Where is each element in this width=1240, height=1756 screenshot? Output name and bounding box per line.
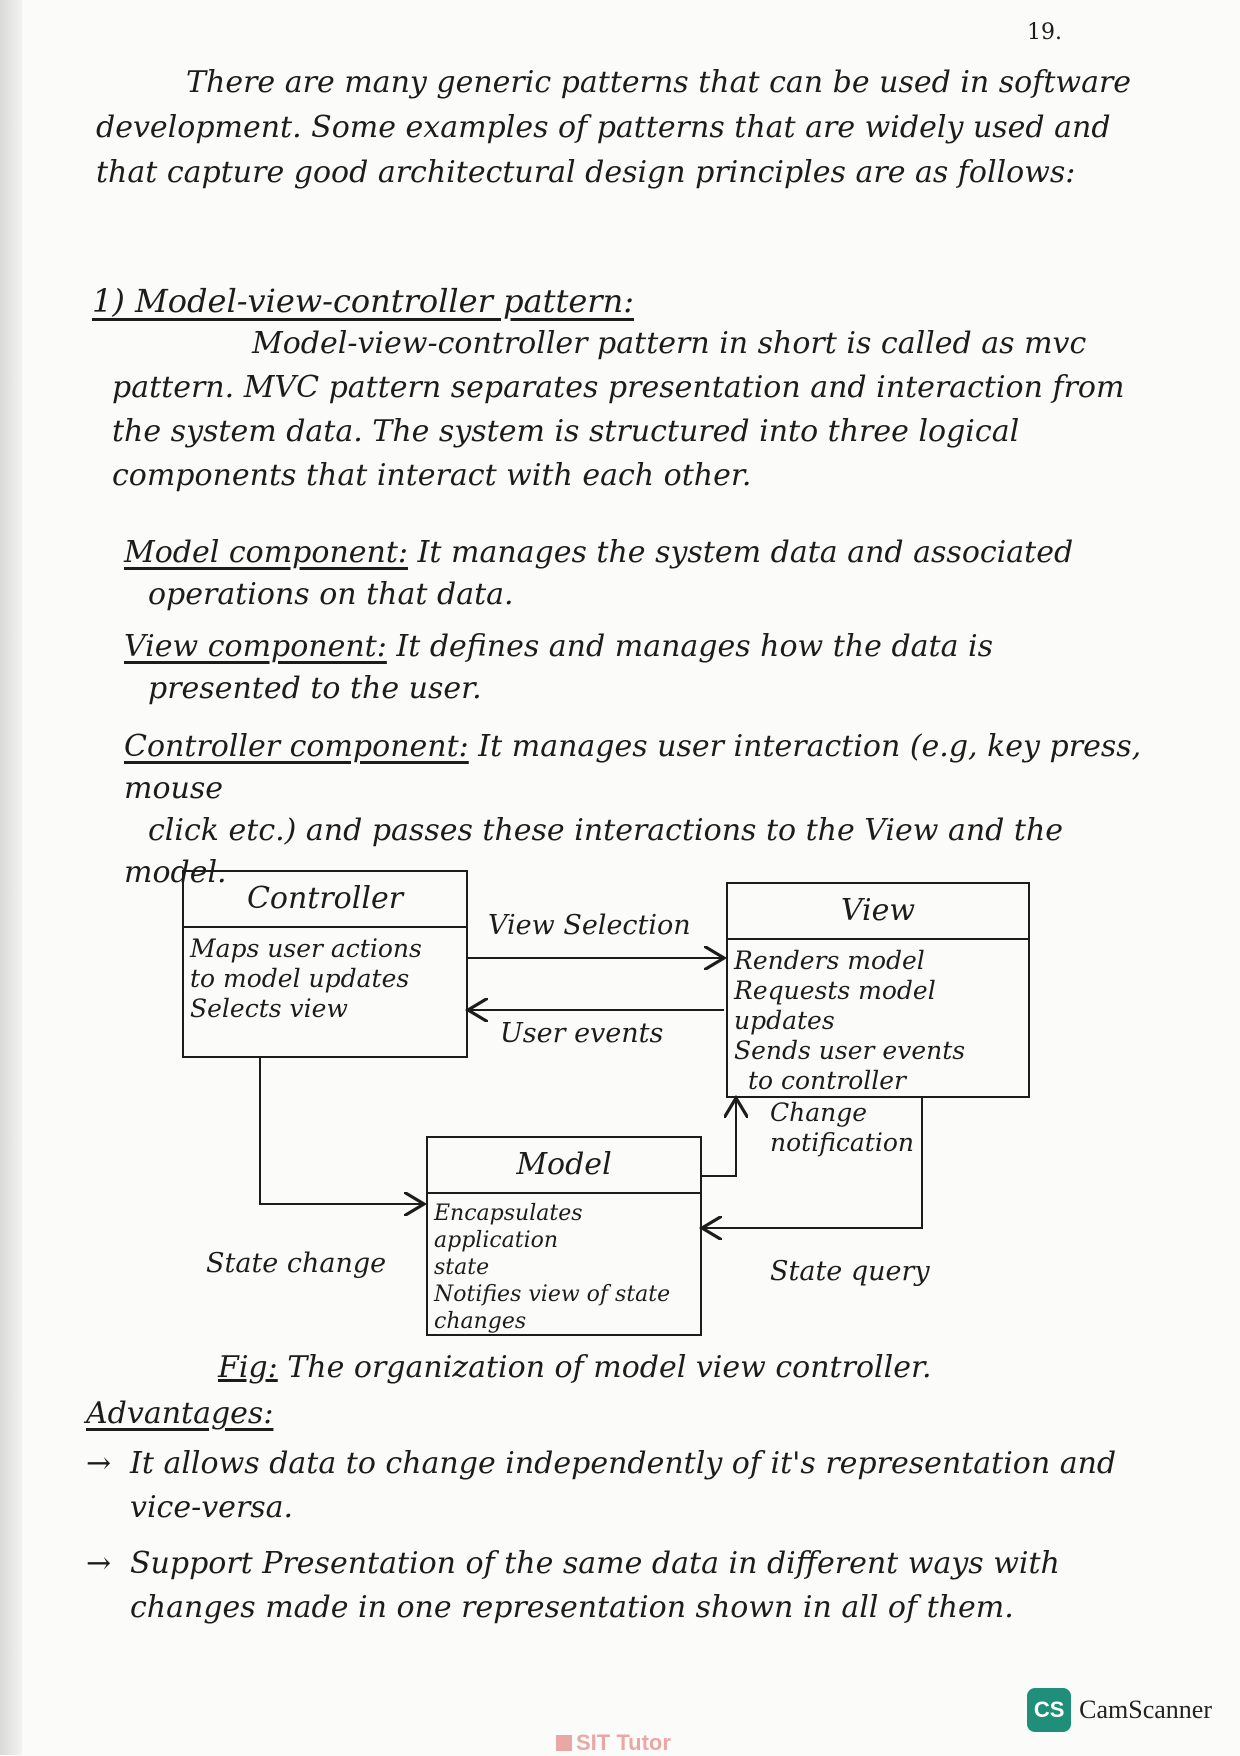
view-box-body: Renders model Requests model updates Sen… (728, 940, 1028, 1102)
user-events-label: User events (500, 1018, 664, 1049)
controller-box: Controller Maps user actions to model up… (182, 870, 468, 1058)
advantages-heading: Advantages: (86, 1396, 274, 1431)
model-box: Model Encapsulates application state Not… (426, 1136, 702, 1336)
box-line: Maps user actions (190, 934, 422, 963)
model-box-title: Model (428, 1138, 700, 1194)
arrow-icon: → (86, 1546, 112, 1581)
view-selection-label: View Selection (488, 910, 691, 941)
box-line: Requests model updates (734, 976, 936, 1035)
box-line: Notifies view of state (434, 1282, 671, 1307)
list-item: → Support Presentation of the same data i… (86, 1542, 1166, 1630)
box-line: state (434, 1255, 490, 1280)
definition-controller: Controller component: It manages user in… (124, 726, 1164, 894)
advantages-list: → It allows data to change independently … (86, 1442, 1166, 1642)
controller-box-title: Controller (184, 872, 466, 928)
box-line: to model updates (190, 964, 410, 993)
camscanner-logo-icon: CS (1027, 1688, 1072, 1732)
box-line: Renders model (734, 946, 925, 975)
state-change-label: State change (206, 1248, 387, 1279)
definition-continuation: operations on that data. (148, 577, 514, 612)
camscanner-badge: CS CamScanner (1027, 1688, 1212, 1732)
figure-caption-prefix: Fig: (218, 1350, 278, 1385)
figure-caption-text: The organization of model view controlle… (277, 1350, 932, 1385)
arrow-icon: → (86, 1446, 112, 1481)
box-line: changes (434, 1309, 527, 1334)
view-box-title: View (728, 884, 1028, 940)
list-item: → It allows data to change independently … (86, 1442, 1166, 1530)
change-notification-label: Change notification (770, 1098, 914, 1157)
watermark-logo-icon (556, 1735, 572, 1751)
definition-term: Model component: (124, 535, 409, 570)
definition-text: It manages the system data and associate… (408, 535, 1074, 570)
list-item-text: It allows data to change independently o… (130, 1446, 1117, 1525)
definition-text: It defines and manages how the data is (386, 629, 993, 664)
state-query-label: State query (770, 1256, 930, 1287)
intro-paragraph: There are many generic patterns that can… (96, 65, 1132, 190)
definition-term: Controller component: (124, 729, 469, 764)
state-query-arrow (702, 1096, 923, 1228)
definition-term: View component: (124, 629, 387, 664)
controller-box-body: Maps user actions to model updates Selec… (184, 928, 466, 1030)
watermark: SIT Tutor (556, 1730, 671, 1756)
view-box: View Renders model Requests model update… (726, 882, 1030, 1098)
paper-edge (0, 0, 22, 1755)
camscanner-text: CamScanner (1079, 1695, 1212, 1724)
definition-text: It manages user interaction (e.g, key pr… (124, 729, 1142, 806)
page-number: 19. (1027, 20, 1062, 45)
watermark-text: SIT Tutor (576, 1730, 671, 1755)
definition-model: Model component: It manages the system d… (124, 532, 1164, 616)
list-item-text: Support Presentation of the same data in… (130, 1546, 1060, 1625)
definition-continuation: click etc.) and passes these interaction… (124, 813, 1064, 890)
box-line: Sends user events (734, 1036, 966, 1065)
change-notification-arrow (700, 1098, 736, 1177)
box-line: Encapsulates application (434, 1201, 583, 1253)
box-line: Selects view (190, 994, 348, 1023)
diagram-connectors (259, 858, 923, 1338)
definition-continuation: presented to the user. (148, 671, 482, 706)
figure-caption: Fig: The organization of model view cont… (218, 1350, 932, 1385)
mvc-intro-paragraph: Model-view-controller pattern in short i… (112, 326, 1125, 493)
definition-view: View component: It defines and manages h… (124, 626, 1164, 710)
mvc-diagram: Controller Maps user actions to model up… (170, 858, 1070, 1338)
box-line: to controller (748, 1066, 906, 1095)
section-heading: 1) Model-view-controller pattern: (92, 282, 634, 320)
state-change-arrow (259, 1056, 424, 1204)
model-box-body: Encapsulates application state Notifies … (428, 1194, 700, 1341)
